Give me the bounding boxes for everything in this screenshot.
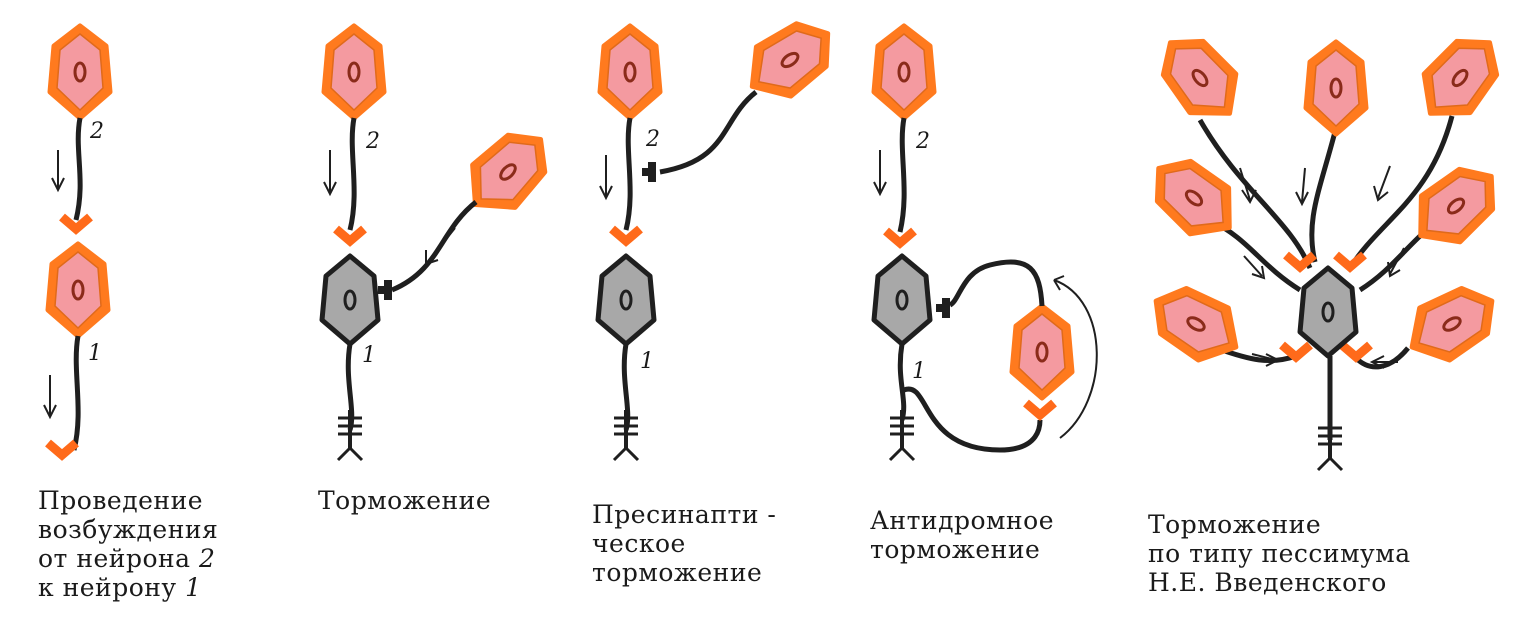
caption-line: от нейрона 2: [38, 544, 218, 573]
caption-line: Антидромное: [870, 506, 1054, 535]
dendrite-icon: [890, 410, 914, 460]
neuron: [1397, 275, 1507, 373]
caption-line: возбуждения: [38, 515, 218, 544]
synapse-icon: [336, 229, 364, 241]
axon: [626, 118, 630, 230]
caption-conduction: Проведение возбуждения от нейрона 2 к не…: [38, 486, 218, 602]
axon: [392, 202, 476, 290]
arrow-icon: [1296, 168, 1308, 204]
arrow-icon: [426, 228, 455, 264]
inhibited-neuron: [1300, 268, 1356, 356]
inhibitory-synapse-icon: [642, 162, 652, 182]
inhibitory-synapse-icon: [936, 298, 946, 318]
inhibitory-synapse-icon: [378, 280, 388, 300]
renshaw-neuron: [1012, 306, 1072, 398]
caption-antidromic: Антидромное торможение: [870, 506, 1054, 564]
panel-pessimum: [1139, 23, 1512, 470]
neuron-label-2: 2: [89, 119, 104, 144]
neuron: [1306, 42, 1366, 134]
neuron-label-2: 2: [645, 127, 660, 152]
arrow-icon: [1374, 166, 1390, 200]
neuron-2: [50, 26, 110, 118]
synapse-icon: [612, 229, 640, 241]
caption-presynaptic: Пресинапти - ческое торможение: [592, 500, 776, 587]
caption-number: 1: [185, 573, 201, 602]
caption-text: к нейрону: [38, 573, 177, 602]
caption-line: торможение: [870, 535, 1054, 564]
synapse-icon: [1342, 345, 1370, 357]
neuron-2: [324, 26, 384, 118]
arrow-icon: [44, 375, 56, 417]
caption-line: ческое: [592, 529, 776, 558]
neuron-label-1: 1: [88, 341, 102, 366]
caption-line: по типу пессимума: [1148, 539, 1411, 568]
inhibited-neuron: [322, 256, 378, 344]
neuron-label-1: 1: [640, 349, 654, 374]
arrow-icon: [324, 150, 336, 194]
axon: [76, 118, 80, 220]
axon: [1312, 128, 1336, 262]
axon: [900, 344, 903, 420]
neuron: [1401, 153, 1510, 258]
axon: [74, 336, 78, 450]
caption-text: от нейрона: [38, 544, 191, 573]
neuron-2: [874, 26, 934, 118]
neuron-2: [600, 26, 660, 118]
dendrite-icon: [1318, 420, 1342, 470]
panel-inhibition: 2 1: [322, 26, 562, 460]
neuron: [1147, 23, 1252, 132]
axon: [660, 92, 756, 172]
arrow-icon: [1388, 248, 1404, 276]
axon: [950, 262, 1042, 306]
neuron: [1141, 275, 1251, 373]
caption-line: Торможение: [318, 486, 491, 515]
arrow-icon: [52, 150, 64, 190]
collateral-axon: [904, 389, 1040, 450]
dendrite-icon: [338, 410, 362, 460]
caption-number: 2: [199, 544, 215, 573]
neuron-1: [48, 244, 108, 336]
synapse-icon: [1026, 403, 1054, 415]
caption-line: Пресинапти -: [592, 500, 776, 529]
inhibited-neuron: [874, 256, 930, 344]
inhibited-neuron: [598, 256, 654, 344]
synapse-icon: [48, 443, 76, 455]
axon: [350, 118, 354, 230]
neuron-label-1: 1: [912, 359, 926, 384]
panel-antidromic: 2 1: [874, 26, 1097, 460]
caption-line: к нейрону 1: [38, 573, 218, 602]
caption-pessimum: Торможение по типу пессимума Н.Е. Введен…: [1148, 510, 1411, 597]
synapse-icon: [886, 231, 914, 243]
synapse-icon: [1336, 255, 1364, 267]
axon: [900, 118, 904, 232]
caption-inhibition: Торможение: [318, 486, 491, 515]
caption-line: торможение: [592, 558, 776, 587]
dendrite-icon: [614, 410, 638, 460]
neuron: [1407, 23, 1512, 132]
neuron-label-2: 2: [365, 129, 380, 154]
neuron-label-1: 1: [362, 343, 376, 368]
panel-presynaptic: 2 1: [598, 9, 845, 460]
panel-conduction: 2 1: [44, 26, 110, 455]
arrow-icon: [874, 150, 886, 194]
arrow-icon: [600, 155, 612, 198]
caption-line: Н.Е. Введенского: [1148, 568, 1411, 597]
caption-line: Проведение: [38, 486, 218, 515]
synapse-icon: [1282, 345, 1310, 357]
neuron-label-2: 2: [915, 129, 930, 154]
caption-line: Торможение: [1148, 510, 1411, 539]
